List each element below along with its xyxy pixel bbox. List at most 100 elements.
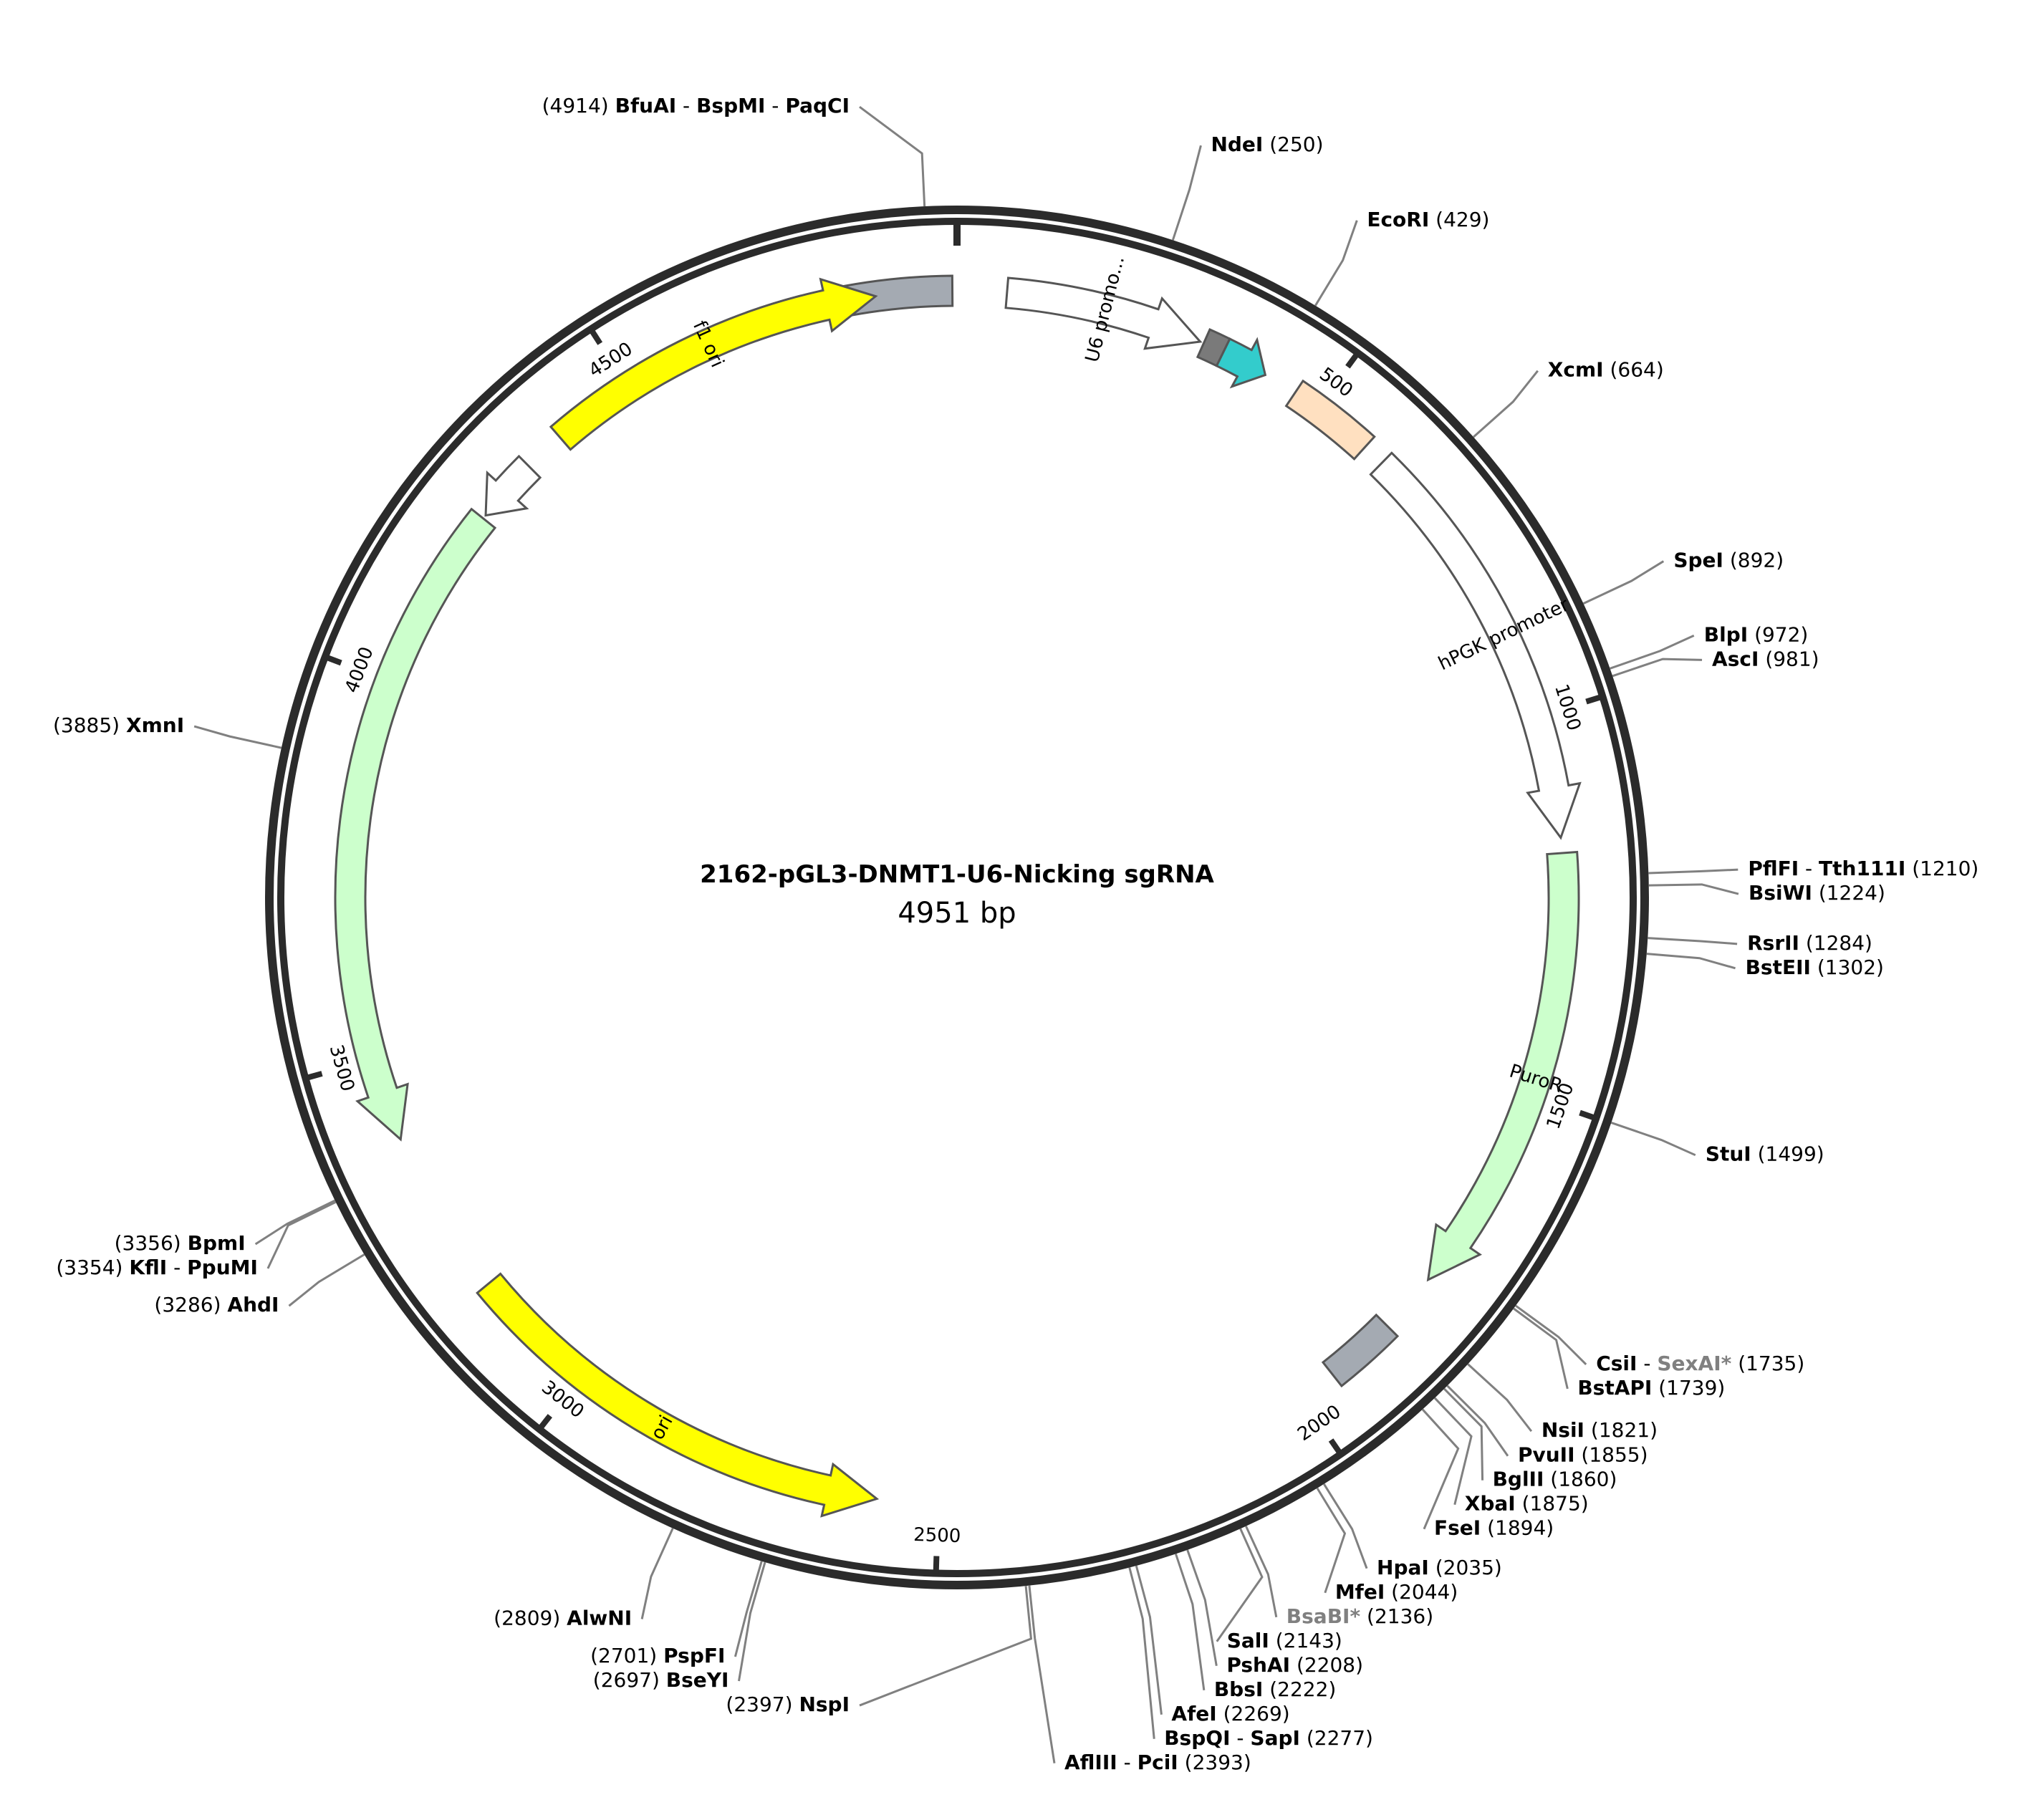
site-text-part: (1499)	[1758, 1142, 1824, 1166]
site-text-part: FseI	[1434, 1516, 1481, 1540]
site-text-part: PciI	[1138, 1751, 1178, 1774]
feature-segment	[1284, 379, 1376, 461]
site-separator	[660, 1668, 666, 1692]
site-xcmi: XcmI (664)	[1473, 358, 1664, 438]
site-text-part: XcmI	[1548, 358, 1604, 382]
site-text-part: (2222)	[1269, 1677, 1336, 1701]
site-asci: AscI (981)	[1612, 647, 1819, 678]
site-text-part: EcoRI	[1367, 208, 1429, 231]
site-text-part: BseYI	[666, 1668, 729, 1692]
site-bseyi: (2697) BseYI	[593, 1561, 766, 1692]
site-label: BsaBI* (2136)	[1286, 1604, 1433, 1628]
site-label: NsiI (1821)	[1542, 1418, 1658, 1442]
site-text-part: AhdI	[227, 1293, 279, 1316]
site-text-part: SalI	[1227, 1629, 1269, 1652]
site-separator	[1263, 1677, 1269, 1701]
site-separator: -	[676, 94, 696, 117]
site-separator	[609, 94, 615, 117]
site-text-part: (1855)	[1581, 1443, 1648, 1467]
feature-u6-promoter: U6 promo...	[1004, 254, 1203, 365]
site-text-part: AlwNI	[567, 1606, 632, 1629]
site-text-part: (1735)	[1738, 1352, 1804, 1375]
site-text-part: (2035)	[1435, 1556, 1502, 1579]
site-label: (4914) BfuAI - BspMI - PaqCI	[542, 94, 850, 117]
site-text-part: BlpI	[1704, 622, 1748, 646]
site-bpmi: (3356) BpmI	[115, 1199, 336, 1255]
site-leader-line	[193, 725, 282, 749]
site-separator: -	[1231, 1726, 1251, 1750]
tick-label: 2500	[913, 1524, 961, 1547]
site-text-part: PflFI	[1748, 857, 1799, 880]
site-nsii: NsiI (1821)	[1467, 1363, 1658, 1442]
site-separator	[1604, 358, 1610, 382]
site-ecori: EcoRI (429)	[1314, 208, 1489, 307]
site-label: EcoRI (429)	[1367, 208, 1489, 231]
site-text-part: (2044)	[1391, 1580, 1458, 1604]
site-text-part: BglII	[1493, 1468, 1544, 1491]
site-text-part: (3286)	[154, 1293, 221, 1316]
site-separator	[120, 713, 126, 737]
site-label: BbsI (2222)	[1214, 1677, 1336, 1701]
site-csii-sexai: CsiI - SexAI* (1735)	[1515, 1304, 1804, 1375]
feature-ori: ori	[476, 1272, 880, 1518]
site-text-part: RsrII	[1747, 931, 1799, 955]
site-bfuai-bspmi-paqci: (4914) BfuAI - BspMI - PaqCI	[542, 94, 926, 207]
site-stui: StuI (1499)	[1610, 1122, 1824, 1166]
site-text-part: (1875)	[1522, 1492, 1589, 1516]
site-leader-line	[1245, 1526, 1278, 1618]
site-leader-line	[1648, 868, 1738, 875]
site-leader-line	[1314, 220, 1358, 307]
site-separator	[1544, 1468, 1550, 1491]
site-leader-line	[1513, 1307, 1569, 1390]
site-leader-line	[1316, 1487, 1347, 1594]
site-text-part: (3885)	[53, 713, 120, 737]
site-xmni: (3885) XmnI	[53, 713, 282, 749]
feature-shape	[1426, 850, 1580, 1282]
feature-f1-ori: f1 ori	[549, 277, 878, 451]
site-pflfi-tth111i: PflFI - Tth111I (1210)	[1648, 857, 1978, 880]
site-label: SalI (2143)	[1227, 1629, 1342, 1652]
site-separator	[1905, 857, 1912, 880]
site-label: FseI (1894)	[1434, 1516, 1554, 1540]
tick-mark	[537, 1414, 552, 1431]
site-bsteii: BstEII (1302)	[1646, 953, 1884, 979]
site-leader-line	[640, 1528, 674, 1619]
site-bsabi: BsaBI* (2136)	[1245, 1526, 1433, 1628]
site-leader-line	[1473, 370, 1539, 438]
tick-mark	[933, 1556, 940, 1574]
site-blpi: BlpI (972)	[1610, 622, 1809, 670]
site-leader-line	[1216, 1528, 1264, 1642]
site-leader-line	[1323, 1483, 1368, 1569]
feature-puror: PuroR	[1426, 850, 1580, 1282]
site-text-part: (2393)	[1185, 1751, 1251, 1774]
site-separator	[1178, 1751, 1185, 1774]
tick-mark	[324, 654, 342, 666]
site-spei: SpeI (892)	[1582, 549, 1784, 605]
tick-mark	[1345, 351, 1360, 369]
site-pvuii: PvuII (1855)	[1446, 1385, 1648, 1467]
site-separator	[793, 1693, 799, 1716]
site-xbai: XbaI (1875)	[1433, 1397, 1589, 1516]
site-label: XcmI (664)	[1548, 358, 1664, 382]
site-separator	[1723, 549, 1730, 572]
site-leader-line	[1610, 634, 1695, 670]
site-fsei: FseI (1894)	[1421, 1408, 1554, 1540]
site-separator	[1799, 931, 1806, 955]
site-label: AflIII - PciI (2393)	[1064, 1751, 1251, 1774]
restriction-sites: NdeI (250) EcoRI (429) XcmI (664) SpeI (892…	[53, 94, 1978, 1774]
tick-mark	[1579, 1109, 1597, 1122]
site-text-part: BpmI	[188, 1231, 246, 1255]
site-text-part: PpuMI	[187, 1256, 258, 1279]
site-text-part: (2809)	[494, 1606, 560, 1629]
site-text-part: BstEII	[1746, 955, 1811, 979]
site-text-part: (981)	[1765, 647, 1819, 670]
site-text-part: MfeI	[1335, 1580, 1385, 1604]
site-separator	[1429, 1556, 1435, 1579]
site-text-part: (2397)	[726, 1693, 792, 1716]
site-ndei: NdeI (250)	[1171, 133, 1324, 241]
site-text-part: SpeI	[1673, 549, 1723, 572]
site-bspqi-sapi: BspQI - SapI (2277)	[1128, 1567, 1373, 1750]
site-label: BlpI (972)	[1704, 622, 1809, 646]
site-text-part: (1894)	[1487, 1516, 1554, 1540]
site-leader-line	[1186, 1549, 1218, 1667]
